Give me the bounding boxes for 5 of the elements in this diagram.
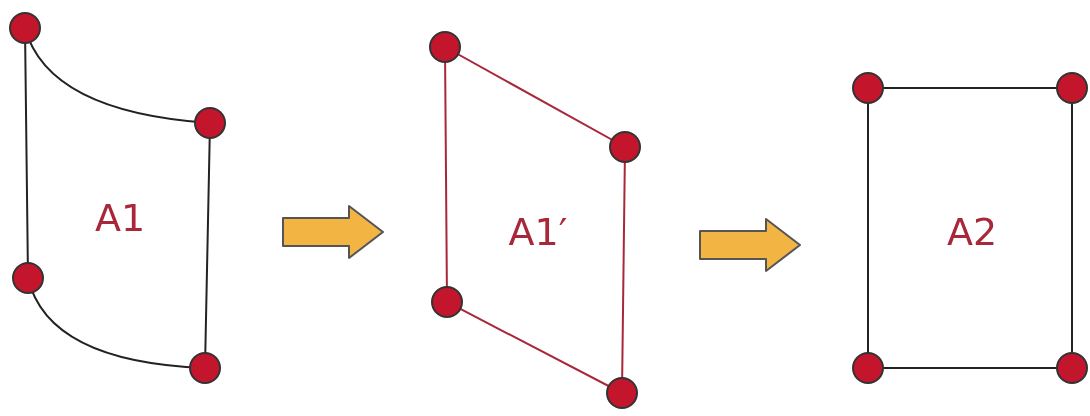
block-arrow xyxy=(282,205,384,259)
block-arrow xyxy=(699,218,801,272)
shape-label: A1 xyxy=(94,196,146,240)
shape-label: A1′ xyxy=(508,210,568,254)
shape-label: A2 xyxy=(946,210,998,254)
